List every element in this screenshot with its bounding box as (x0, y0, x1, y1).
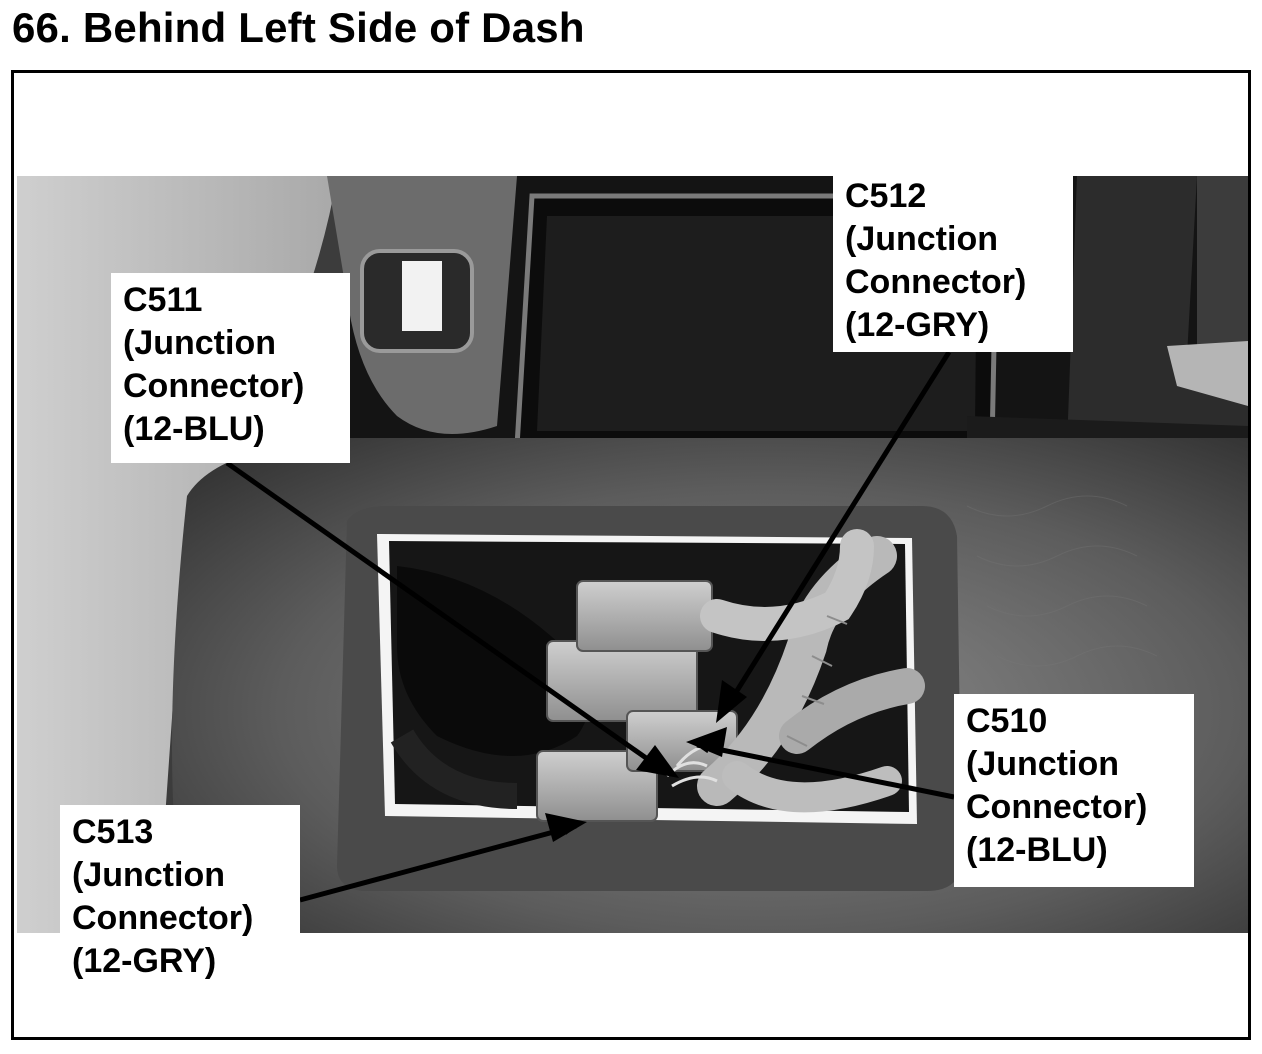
callout-c511-id: C511 (123, 281, 203, 319)
callout-c512-line3: Connector) (845, 263, 1027, 301)
callout-c510-id: C510 (966, 702, 1048, 740)
callout-c512-id: C512 (845, 177, 927, 215)
callout-c511-line2: (Junction (123, 324, 276, 362)
page-title: 66. Behind Left Side of Dash (12, 4, 585, 51)
callout-c513-line4: (12-GRY) (72, 942, 217, 980)
callout-c511-line4: (12-BLU) (123, 410, 265, 448)
callout-c512: C512 (Junction Connector) (12-GRY) (833, 169, 1073, 352)
callout-c513: C513 (Junction Connector) (12-GRY) (60, 805, 300, 1035)
callout-c510-line2: (Junction (966, 745, 1119, 783)
callout-c511-line3: Connector) (123, 367, 305, 405)
callout-c511: C511 (Junction Connector) (12-BLU) (111, 273, 350, 463)
callout-c512-line4: (12-GRY) (845, 306, 990, 344)
callout-c513-line3: Connector) (72, 899, 254, 937)
callout-c513-line2: (Junction (72, 856, 225, 894)
callout-c512-line2: (Junction (845, 220, 998, 258)
callout-c510: C510 (Junction Connector) (12-BLU) (954, 694, 1194, 887)
figure-frame: C511 (Junction Connector) (12-BLU) C512 … (11, 70, 1251, 1040)
callout-c513-id: C513 (72, 813, 154, 851)
callout-c510-line3: Connector) (966, 788, 1148, 826)
callout-c510-line4: (12-BLU) (966, 831, 1108, 869)
